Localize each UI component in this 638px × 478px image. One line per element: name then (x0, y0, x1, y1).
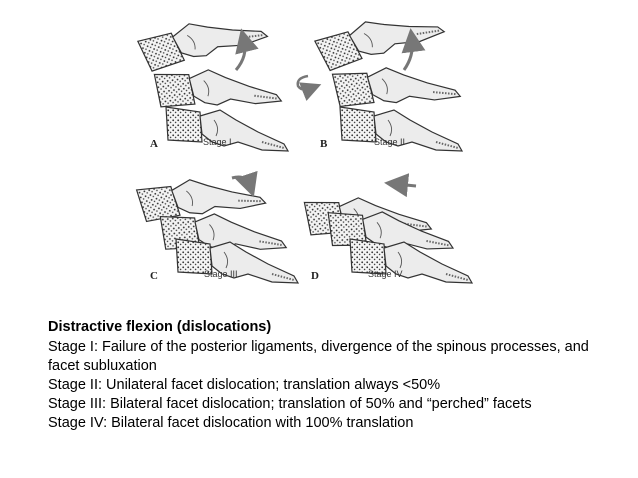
spine-injury-figure: A Stage I B Stage II C Stage III D Stage… (135, 0, 473, 284)
caption-line: Stage IV: Bilateral facet dislocation wi… (48, 415, 414, 431)
panel-letter: C (150, 270, 158, 282)
caption-line: Stage III: Bilateral facet dislocation; … (48, 396, 532, 412)
panel-c: C Stage III (135, 159, 299, 284)
caption-line: Stage I: Failure of the posterior ligame… (48, 339, 589, 355)
panel-stage-label: Stage I (203, 137, 232, 147)
panel-a: A Stage I (136, 0, 289, 152)
caption-line: facet subluxation (48, 358, 157, 374)
panel-letter: B (320, 138, 328, 150)
panel-letter: A (150, 138, 158, 150)
panel-d: D Stage IV (303, 173, 473, 284)
panel-b: B Stage II (296, 0, 463, 152)
caption-title: Distractive flexion (dislocations) (48, 319, 272, 335)
panel-stage-label: Stage II (374, 137, 405, 147)
panel-stage-label: Stage IV (368, 269, 403, 279)
caption-line: Stage II: Unilateral facet dislocation; … (48, 377, 441, 393)
panel-stage-label: Stage III (204, 269, 238, 279)
panel-letter: D (311, 270, 319, 282)
